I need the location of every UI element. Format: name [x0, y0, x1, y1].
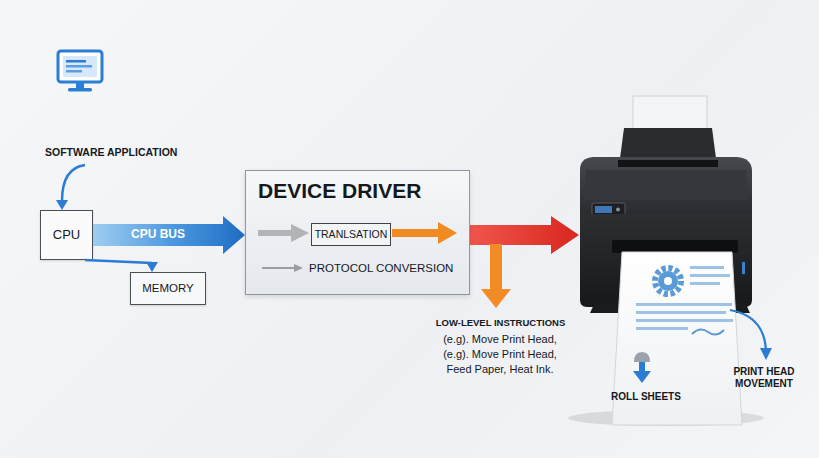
instruction-list: (e.g). Move Print Head, (e.g). Move Prin… — [437, 332, 563, 377]
paper-line — [636, 327, 688, 330]
translation-box: TRANLSATION — [311, 223, 391, 246]
paper-line — [690, 274, 730, 277]
paper-line — [636, 311, 726, 314]
instruction-arrow-shaft — [490, 244, 502, 290]
step-label: PROTOCOL CONVERSION — [309, 262, 453, 275]
translation-arrow-shaft — [392, 229, 439, 237]
edge-label: CPU BUS — [131, 228, 185, 242]
instruction-heading: LOW-LEVEL INSTRUCTIONS — [418, 316, 583, 329]
paper-support — [619, 128, 717, 166]
connector-line — [62, 165, 85, 201]
monitor-screen — [58, 51, 102, 82]
roll-arrow-head — [633, 371, 651, 383]
callout-label: ROLL SHEETS — [606, 391, 686, 403]
paper-line — [690, 266, 724, 269]
memory-box: MEMORY — [130, 272, 206, 305]
monitor-base — [68, 88, 92, 92]
paper-line — [690, 282, 720, 285]
roll-arrow-shaft — [639, 362, 645, 372]
node-label: SOFTWARE APPLICATION — [45, 146, 177, 158]
paper-slot — [618, 160, 718, 167]
process-box: CPU — [40, 210, 93, 260]
connector — [85, 260, 158, 272]
roll-icon-cap — [634, 352, 650, 362]
status-light — [742, 262, 745, 274]
monitor-stand — [76, 82, 84, 89]
node-label: MEMORY — [142, 282, 194, 295]
paper-line — [636, 319, 733, 322]
panel-button — [616, 208, 620, 212]
paper-line — [636, 303, 732, 306]
connector — [56, 165, 85, 210]
callout-label: PRINT HEAD MOVEMENT — [730, 366, 798, 390]
node-label: CPU — [53, 228, 80, 243]
monitor-line — [66, 60, 86, 63]
connector-line — [85, 260, 152, 263]
instruction-arrow-head — [481, 289, 511, 308]
monitor-display — [63, 56, 97, 77]
input-arrow-head — [291, 224, 309, 242]
printer-lid — [584, 170, 748, 200]
input-arrow-shaft — [258, 230, 292, 236]
output-slot — [612, 240, 738, 253]
monitor-line — [66, 65, 92, 68]
protocol-arrow-head — [294, 264, 303, 272]
monitor-line — [66, 70, 82, 73]
leader-line — [730, 310, 766, 350]
bus-arrow — [93, 216, 245, 254]
gear-body — [658, 271, 678, 291]
box-title: DEVICE DRIVER — [258, 179, 421, 203]
output-arrow — [470, 216, 579, 254]
gear-teeth — [655, 268, 681, 294]
translation-arrow-head — [438, 222, 457, 244]
leader-arrow-head — [760, 348, 772, 360]
panel-screen — [595, 206, 612, 213]
arrow-head — [146, 262, 158, 272]
protocol-arrow-shaft — [262, 267, 295, 269]
gear-hole — [664, 277, 672, 285]
node-label: TRANLSATION — [315, 228, 388, 240]
connector — [93, 216, 245, 254]
arrow-head — [56, 200, 68, 210]
paper-signature — [692, 329, 724, 334]
application-node: SOFTWARE APPLICATION — [40, 45, 190, 165]
